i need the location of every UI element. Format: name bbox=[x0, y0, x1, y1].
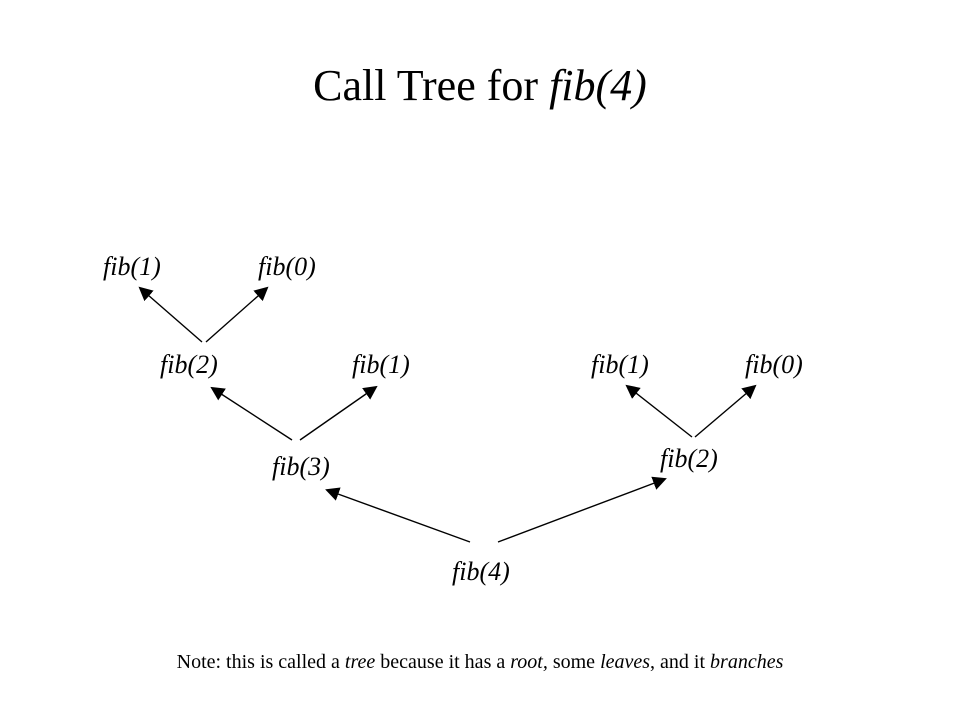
title-call: fib(4) bbox=[549, 61, 647, 110]
note-part4: , and it bbox=[650, 651, 711, 673]
node-left-left-fib2: fib(2) bbox=[160, 350, 218, 379]
arrow-fib2-to-leaf-fib1 bbox=[138, 286, 203, 343]
node-left-right-fib1: fib(1) bbox=[352, 350, 410, 379]
note-branches: branches bbox=[710, 651, 784, 673]
arrow-fib3-to-fib2 bbox=[210, 386, 293, 441]
node-left-child-fib3: fib(3) bbox=[272, 452, 330, 481]
node-right-right-fib0: fib(0) bbox=[745, 350, 803, 379]
note-part3: some bbox=[547, 651, 601, 673]
note-root: root, bbox=[510, 651, 548, 673]
title-prefix: Call Tree for bbox=[313, 61, 550, 110]
note-leaves: leaves bbox=[600, 651, 651, 673]
node-right-child-fib2: fib(2) bbox=[660, 444, 718, 473]
arrow-right-fib2-to-fib1 bbox=[625, 384, 693, 438]
arrow-root-to-right bbox=[497, 476, 667, 543]
arrow-fib3-to-fib1 bbox=[299, 385, 378, 441]
page-title: Call Tree for fib(4) bbox=[0, 58, 960, 114]
arrow-fib2-to-leaf-fib0 bbox=[205, 286, 269, 343]
note-tree: tree bbox=[344, 651, 376, 673]
note-part2: because it has a bbox=[375, 651, 511, 673]
node-root-fib4: fib(4) bbox=[452, 557, 510, 586]
note-text: Note: this is called a tree because it h… bbox=[0, 650, 960, 674]
arrow-root-to-left bbox=[325, 487, 471, 543]
arrow-right-fib2-to-fib0 bbox=[694, 384, 757, 438]
node-leaf-fib0: fib(0) bbox=[258, 252, 316, 281]
node-right-left-fib1: fib(1) bbox=[591, 350, 649, 379]
node-leaf-fib1: fib(1) bbox=[103, 252, 161, 281]
note-part1: Note: this is called a bbox=[176, 651, 345, 673]
